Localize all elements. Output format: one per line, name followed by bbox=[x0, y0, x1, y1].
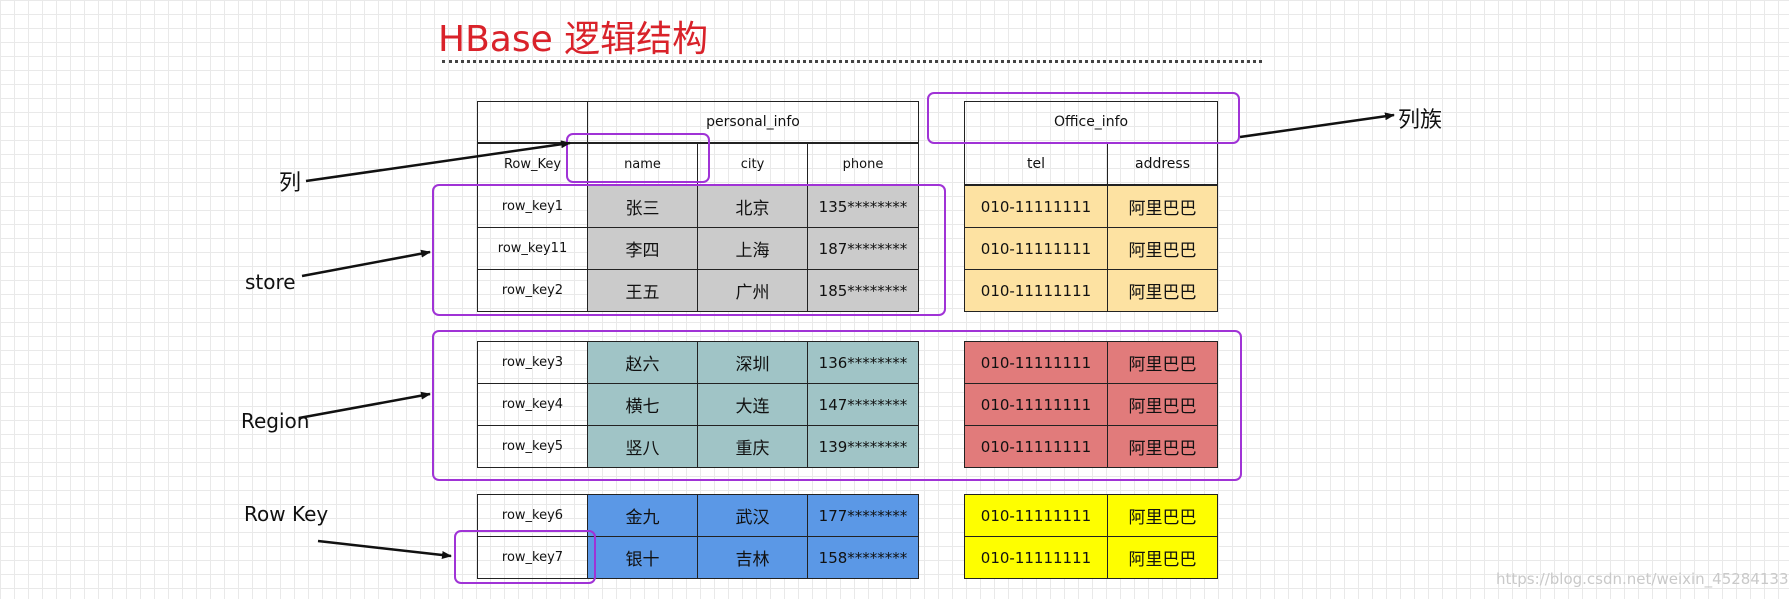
city-cell: 大连 bbox=[697, 383, 808, 426]
row-key-arrow bbox=[317, 539, 452, 559]
tel-cell: 010-11111111 bbox=[964, 425, 1108, 468]
phone-cell: 147******** bbox=[807, 383, 919, 426]
column-highlight bbox=[566, 133, 710, 183]
address-cell: 阿里巴巴 bbox=[1107, 383, 1218, 426]
diagram-title: HBase 逻辑结构 bbox=[438, 19, 709, 60]
city-cell: 深圳 bbox=[697, 341, 808, 384]
address-cell: 阿里巴巴 bbox=[1107, 494, 1218, 537]
address-cell: 阿里巴巴 bbox=[1107, 185, 1218, 228]
name-cell: 竖八 bbox=[587, 425, 698, 468]
region-label: Region bbox=[241, 409, 310, 433]
tel-cell: 010-11111111 bbox=[964, 383, 1108, 426]
store-label: store bbox=[245, 270, 296, 294]
address-cell: 阿里巴巴 bbox=[1107, 425, 1218, 468]
address-cell: 阿里巴巴 bbox=[1107, 227, 1218, 270]
city-cell: 武汉 bbox=[697, 494, 808, 537]
name-cell: 王五 bbox=[587, 269, 698, 312]
address-cell: 阿里巴巴 bbox=[1107, 269, 1218, 312]
name-cell: 金九 bbox=[587, 494, 698, 537]
phone-cell: 139******** bbox=[807, 425, 919, 468]
column-family-highlight bbox=[927, 92, 1240, 144]
row-key-label: Row Key bbox=[244, 502, 329, 526]
store-arrow bbox=[301, 249, 431, 278]
family-personal-info: personal_info bbox=[587, 101, 919, 143]
region-arrow bbox=[298, 391, 431, 420]
tel-cell: 010-11111111 bbox=[964, 227, 1108, 270]
column-label: 列 bbox=[279, 171, 302, 196]
address-cell: 阿里巴巴 bbox=[1107, 536, 1218, 579]
phone-cell: 185******** bbox=[807, 269, 919, 312]
phone-cell: 136******** bbox=[807, 341, 919, 384]
title-underline bbox=[442, 60, 1262, 63]
phone-cell: 187******** bbox=[807, 227, 919, 270]
store-highlight bbox=[432, 184, 946, 316]
city-cell: 重庆 bbox=[697, 425, 808, 468]
city-cell: 广州 bbox=[697, 269, 808, 312]
name-cell: 银十 bbox=[587, 536, 698, 579]
tel-cell: 010-11111111 bbox=[964, 536, 1108, 579]
watermark: https://blog.csdn.net/weixin_45284133 bbox=[1496, 570, 1789, 588]
row-key-highlight bbox=[454, 530, 596, 584]
region-highlight bbox=[432, 330, 1242, 481]
name-cell: 横七 bbox=[587, 383, 698, 426]
name-cell: 张三 bbox=[587, 185, 698, 228]
column-family-label: 列族 bbox=[1398, 108, 1443, 133]
phone-cell: 158******** bbox=[807, 536, 919, 579]
column-arrow bbox=[305, 140, 571, 183]
column-family-arrow bbox=[1239, 112, 1395, 139]
tel-cell: 010-11111111 bbox=[964, 185, 1108, 228]
phone-cell: 177******** bbox=[807, 494, 919, 537]
